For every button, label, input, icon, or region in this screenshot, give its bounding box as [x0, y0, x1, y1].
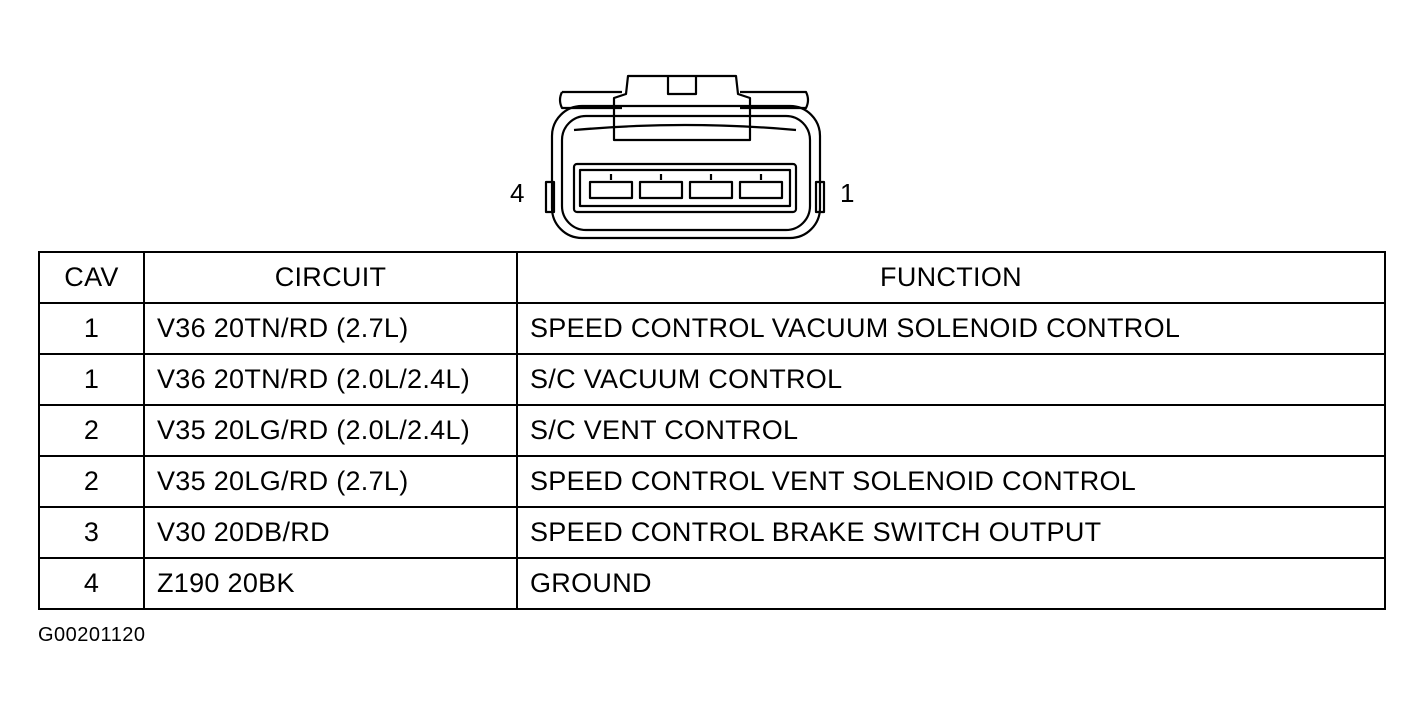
table-row: 1 V36 20TN/RD (2.7L) SPEED CONTROL VACUU… — [38, 302, 1386, 355]
header-function: FUNCTION — [516, 251, 1386, 304]
pin-1-label: 1 — [840, 178, 855, 208]
cavity-opening — [572, 162, 798, 214]
cell-cav: 2 — [38, 455, 145, 508]
left-guide — [544, 180, 556, 214]
terminal-cavity-1 — [738, 180, 784, 200]
header-row: CAV CIRCUIT FUNCTION — [38, 251, 1386, 304]
header-cav: CAV — [38, 251, 145, 304]
cell-cav: 3 — [38, 506, 145, 559]
locking-tab — [612, 74, 752, 142]
tab-notch — [666, 76, 698, 96]
cell-function: S/C VENT CONTROL — [516, 404, 1386, 457]
cell-cav: 4 — [38, 557, 145, 610]
cell-circuit: V30 20DB/RD — [143, 506, 518, 559]
cell-function: SPEED CONTROL BRAKE SWITCH OUTPUT — [516, 506, 1386, 559]
terminal-cavity-3 — [638, 180, 684, 200]
latch-arm — [558, 90, 810, 110]
connector-diagram — [544, 74, 826, 240]
cell-function: S/C VACUUM CONTROL — [516, 353, 1386, 406]
pinout-table: CAV CIRCUIT FUNCTION 1 V36 20TN/RD (2.7L… — [38, 251, 1386, 610]
cell-circuit: Z190 20BK — [143, 557, 518, 610]
cell-function: GROUND — [516, 557, 1386, 610]
cell-function: SPEED CONTROL VENT SOLENOID CONTROL — [516, 455, 1386, 508]
table-row: 1 V36 20TN/RD (2.0L/2.4L) S/C VACUUM CON… — [38, 353, 1386, 406]
terminal-cavity-4 — [588, 180, 634, 200]
cell-circuit: V35 20LG/RD (2.0L/2.4L) — [143, 404, 518, 457]
cell-function: SPEED CONTROL VACUUM SOLENOID CONTROL — [516, 302, 1386, 355]
pin-4-label: 4 — [510, 178, 525, 208]
cell-circuit: V36 20TN/RD (2.7L) — [143, 302, 518, 355]
terminal-ticks — [609, 174, 763, 180]
housing-outer — [550, 104, 822, 240]
right-guide — [814, 180, 826, 214]
figure-id: G00201120 — [38, 624, 146, 646]
terminal-cavity-2 — [688, 180, 734, 200]
housing-ridge — [573, 123, 797, 132]
table-row: 2 V35 20LG/RD (2.0L/2.4L) S/C VENT CONTR… — [38, 404, 1386, 457]
table-row: 3 V30 20DB/RD SPEED CONTROL BRAKE SWITCH… — [38, 506, 1386, 559]
cell-cav: 1 — [38, 302, 145, 355]
housing-inner — [560, 114, 812, 232]
table-row: 4 Z190 20BK GROUND — [38, 557, 1386, 610]
cell-cav: 2 — [38, 404, 145, 457]
header-circuit: CIRCUIT — [143, 251, 518, 304]
cavity-inner — [578, 168, 792, 208]
cell-cav: 1 — [38, 353, 145, 406]
table-row: 2 V35 20LG/RD (2.7L) SPEED CONTROL VENT … — [38, 455, 1386, 508]
cell-circuit: V35 20LG/RD (2.7L) — [143, 455, 518, 508]
cell-circuit: V36 20TN/RD (2.0L/2.4L) — [143, 353, 518, 406]
